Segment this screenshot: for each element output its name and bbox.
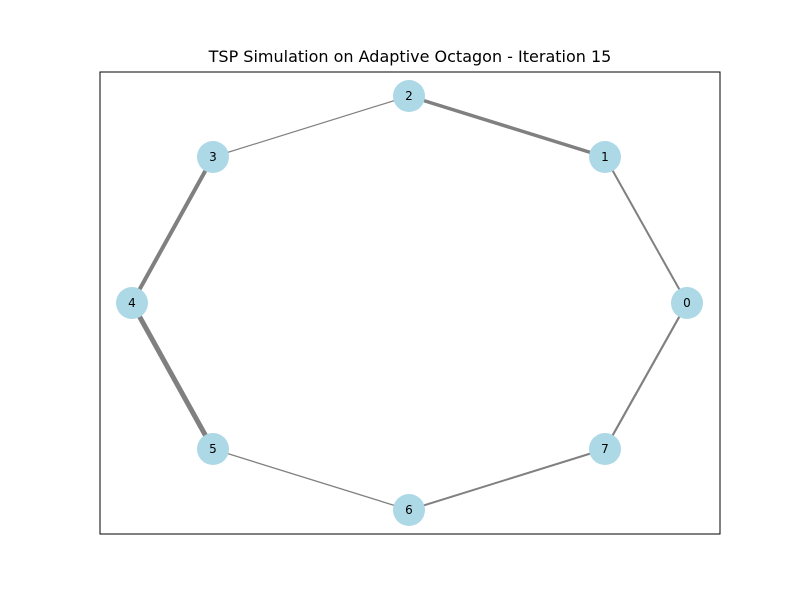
edge-5-6 <box>212 448 410 511</box>
node-4: 4 <box>116 287 148 319</box>
edge-4-5 <box>129 301 216 451</box>
node-2: 2 <box>393 80 425 112</box>
node-circle <box>671 287 703 319</box>
edge-1-2 <box>408 94 606 159</box>
nodes-layer: 0 1 2 3 4 5 6 7 <box>116 80 703 526</box>
node-circle <box>197 433 229 465</box>
node-circle <box>393 494 425 526</box>
node-label: 0 <box>683 296 691 310</box>
node-circle <box>197 141 229 173</box>
node-label: 2 <box>405 89 413 103</box>
edge-6-7 <box>408 448 606 511</box>
node-label: 3 <box>209 150 217 164</box>
node-circle <box>589 141 621 173</box>
node-label: 7 <box>601 442 609 456</box>
chart-title: TSP Simulation on Adaptive Octagon - Ite… <box>208 47 612 66</box>
node-1: 1 <box>589 141 621 173</box>
node-label: 6 <box>405 503 413 517</box>
edge-7-0 <box>604 302 688 450</box>
edge-0-1 <box>604 156 688 304</box>
node-label: 5 <box>209 442 217 456</box>
node-label: 4 <box>128 296 136 310</box>
node-6: 6 <box>393 494 425 526</box>
node-0: 0 <box>671 287 703 319</box>
node-5: 5 <box>197 433 229 465</box>
node-circle <box>393 80 425 112</box>
node-label: 1 <box>601 150 609 164</box>
plot-frame <box>99 71 721 535</box>
edges-layer <box>129 94 688 511</box>
node-circle <box>589 433 621 465</box>
node-7: 7 <box>589 433 621 465</box>
node-3: 3 <box>197 141 229 173</box>
node-circle <box>116 287 148 319</box>
edge-2-3 <box>212 95 410 158</box>
edge-3-4 <box>130 156 215 304</box>
